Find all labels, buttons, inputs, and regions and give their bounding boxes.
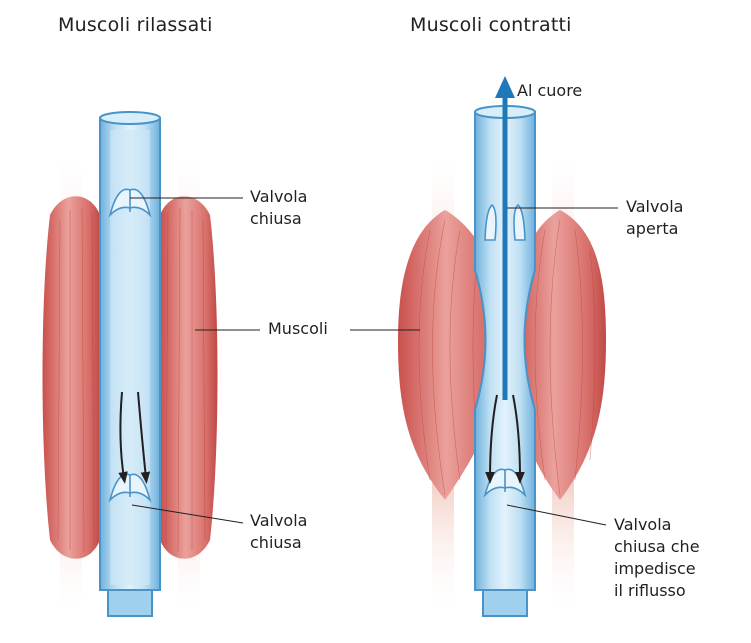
relaxed-panel bbox=[42, 111, 260, 620]
label-to-heart: Al cuore bbox=[517, 81, 583, 100]
flow-arrow-down-right bbox=[512, 394, 525, 484]
leader-valve-bottom-right bbox=[506, 504, 607, 526]
contracted-panel bbox=[350, 76, 618, 620]
label-valve-bottom-left: Valvola chiusa bbox=[250, 511, 308, 552]
flow-arrow-up-head bbox=[495, 76, 515, 98]
leader-valve-bottom-left bbox=[131, 504, 244, 524]
title-relaxed: Muscoli rilassati bbox=[58, 14, 213, 36]
label-muscles: Muscoli bbox=[268, 319, 328, 338]
muscle-left bbox=[42, 196, 100, 559]
valve-top-open-right bbox=[513, 203, 526, 241]
title-contracted: Muscoli contratti bbox=[410, 14, 572, 36]
flow-arrow-down-right bbox=[137, 391, 151, 484]
flow-arrow-down-left bbox=[118, 391, 128, 484]
vein-bottom-end bbox=[482, 589, 528, 617]
label-valve-bottom-right: Valvola chiusa che impedisce il riflusso bbox=[614, 515, 700, 600]
valve-top-open-left bbox=[484, 203, 497, 241]
muscle-right bbox=[160, 196, 218, 559]
vein-bottom-end bbox=[107, 589, 153, 617]
muscle-fibers bbox=[418, 219, 596, 496]
label-valve-top-left: Valvola chiusa bbox=[250, 187, 308, 228]
flow-arrow-down-left bbox=[485, 394, 498, 484]
muscle-fibers bbox=[57, 207, 206, 553]
label-valve-top-right: Valvola aperta bbox=[626, 197, 684, 238]
vein-top-opening bbox=[99, 111, 161, 125]
